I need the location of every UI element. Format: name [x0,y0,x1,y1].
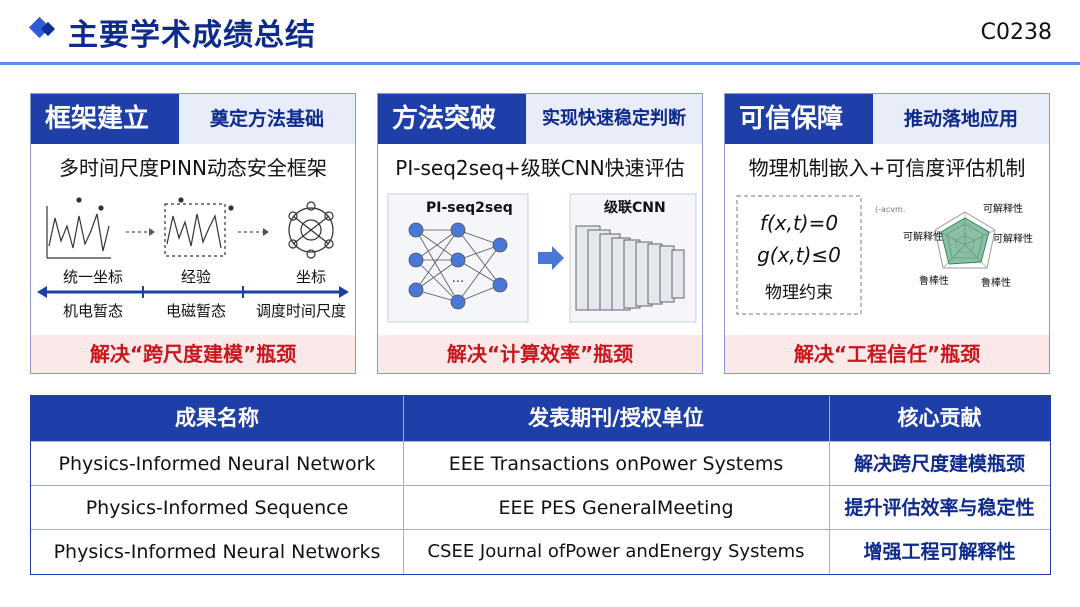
card-subtitle: 推动落地应用 [873,94,1049,144]
timeline-arrow [37,286,349,298]
diagram-label: 坐标 [296,268,326,286]
equation: f(x,t)=0 [760,211,838,235]
card-footer: 解决“计算效率”瓶颈 [378,335,702,373]
network-diagram: PI-seq2seq ... 级联CNN [387,193,697,323]
ellipsis-label: ... [452,271,464,286]
card-tag: 可信保障 [725,94,875,144]
column-divider [829,396,830,574]
table-cell: 提升评估效率与稳定性 [844,497,1035,519]
card-subtitle: 实现快速稳定判断 [526,94,702,144]
constraint-label: 物理约束 [765,283,833,303]
trust-diagram: f(x,t)=0 g(x,t)≤0 物理约束 (-acvm. 可解释性 可解释性… [736,195,1033,315]
model-label: 级联CNN [604,199,666,216]
table-cell: EEE PES GeneralMeeting [498,497,734,519]
card-tag: 方法突破 [378,94,528,144]
timescale-label: 调度时间尺度 [256,302,346,320]
slide-code: C0238 [980,20,1052,45]
table-cell: Physics-Informed Neural Networks [53,541,381,563]
equation: g(x,t)≤0 [757,243,841,267]
header-divider [0,62,1080,65]
waveform-icon [164,197,234,257]
table-cell: 增强工程可解释性 [863,541,1016,563]
waveform-icon [46,197,111,259]
card-footer: 解决“工程信任”瓶颈 [725,335,1049,373]
slide-header: 主要学术成绩总结 C0238 [0,0,1080,62]
card-description: 物理机制嵌入+可信度评估机制 [748,156,1026,180]
table-row: Physics-Informed Neural Networks CSEE Jo… [31,529,1050,573]
arrow-right-icon [538,246,564,270]
page-title: 主要学术成绩总结 [68,18,316,53]
column-divider [403,396,404,574]
card-method: 方法突破 实现快速稳定判断 PI-seq2seq+级联CNN快速评估 PI-se… [377,93,703,374]
diagram-label: 统一坐标 [63,268,123,286]
column-header: 发表期刊/授权单位 [528,406,704,430]
card-description: 多时间尺度PINN动态安全框架 [59,156,327,180]
timescale-label: 电磁暂态 [166,302,226,320]
card-footer: 解决“跨尺度建模”瓶颈 [31,335,355,373]
diagram-label: 经验 [181,268,211,286]
card-framework: 框架建立 奠定方法基础 多时间尺度PINN动态安全框架 [30,93,356,374]
card-tag: 框架建立 [31,94,181,144]
neural-network-icon [408,222,508,310]
table-header: 成果名称 发表期刊/授权单位 核心贡献 [31,396,1050,441]
table-cell: EEE Transactions onPower Systems [448,453,784,475]
radar-axis-label: 可解释性 [983,202,1023,215]
radar-chart-icon [934,211,996,269]
column-header: 核心贡献 [897,406,982,430]
card-description: PI-seq2seq+级联CNN快速评估 [395,156,685,180]
multiscale-diagram: 统一坐标 经验 坐标 机电暂态 电磁暂态 调度时间尺度 [37,197,349,320]
table-cell: Physics-Informed Neural Network [58,453,376,475]
table-cell: CSEE Journal ofPower andEnergy Systems [427,541,805,562]
card-trust: 可信保障 推动落地应用 物理机制嵌入+可信度评估机制 f(x,t)=0 g(x,… [724,93,1050,374]
radar-axis-label: 鲁棒性 [981,276,1011,289]
model-label: PI-seq2seq [426,200,513,216]
card-subtitle: 奠定方法基础 [179,94,355,144]
table-row: Physics-Informed Sequence EEE PES Genera… [31,485,1050,529]
table-cell: 解决跨尺度建模瓶颈 [853,453,1025,475]
table-cell: Physics-Informed Sequence [85,497,349,519]
radar-axis-label: 可解释性 [993,232,1033,245]
table-row: Physics-Informed Neural Network EEE Tran… [31,441,1050,485]
timescale-label: 机电暂态 [63,302,123,320]
network-icon [288,201,334,259]
results-table: 成果名称 发表期刊/授权单位 核心贡献 Physics-Informed Neu… [30,395,1051,575]
radar-axis-label: 可解释性 [903,230,943,243]
column-header: 成果名称 [175,406,259,430]
cnn-layers-icon [575,225,685,311]
radar-caption: (-acvm. [875,205,905,214]
radar-axis-label: 鲁棒性 [919,274,949,287]
